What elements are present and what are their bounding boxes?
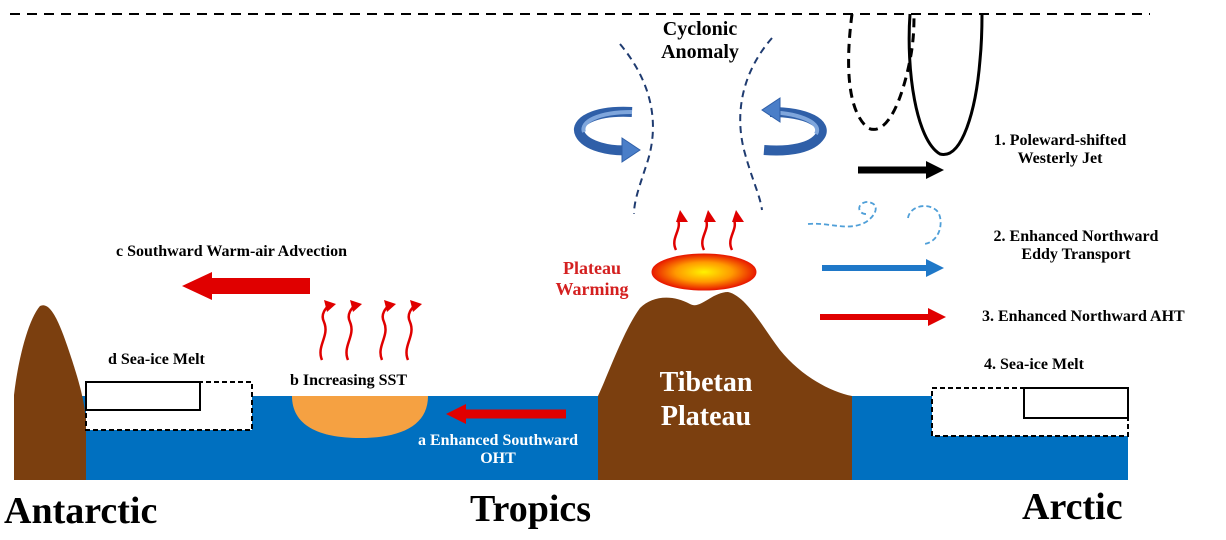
eddy-swirls <box>807 201 942 245</box>
cyclonic-line1: Cyclonic <box>662 18 738 40</box>
antarctic-sea-ice-label: d Sea-ice Melt <box>108 351 205 368</box>
plateau-warming-line1: Plateau <box>563 258 621 278</box>
plateau-heat-arrow-heads <box>676 210 744 222</box>
jet-line1: 1. Poleward-shifted <box>993 132 1127 149</box>
oht-label: a Enhanced Southward OHT <box>398 432 598 469</box>
oht-line1: a Enhanced Southward <box>417 432 579 449</box>
jet-label: 1. Poleward-shifted Westerly Jet <box>970 132 1150 169</box>
antarctic-mountain <box>14 305 86 480</box>
eddy-line2: Eddy Transport <box>1021 246 1131 264</box>
arctic-label: Arctic <box>1022 486 1123 528</box>
tropics-label: Tropics <box>470 488 592 530</box>
advection-arrow-head <box>182 272 212 300</box>
advection-arrow-shaft <box>210 278 310 294</box>
oht-line2: OHT <box>480 450 516 468</box>
jet-curve-dashed <box>847 13 916 131</box>
rotation-arrow-left <box>574 106 641 163</box>
cyclonic-line2: Anomaly <box>661 41 739 63</box>
sst-label: b Increasing SST <box>290 372 408 389</box>
eddy-line1: 2. Enhanced Northward <box>993 228 1159 245</box>
jet-line2: Westerly Jet <box>1017 150 1103 168</box>
arctic-sea-ice-solid <box>1023 387 1129 419</box>
westerly-jet-arrow-head <box>926 161 944 179</box>
aht-arrow-head <box>928 308 946 326</box>
sst-heat-arrow-heads <box>324 300 422 312</box>
cyclonic-dashed-right <box>739 37 773 211</box>
eddy-transport-arrow-head <box>926 259 944 277</box>
antarctic-label: Antarctic <box>4 490 158 532</box>
tibetan-plateau-shape <box>598 292 852 480</box>
tibetan-line2: Plateau <box>660 400 752 432</box>
cyclonic-dashed-left <box>619 43 654 215</box>
aht-label: 3. Enhanced Northward AHT <box>982 308 1185 325</box>
plateau-heat-disk <box>651 253 757 291</box>
plateau-warming-line2: Warming <box>555 278 629 299</box>
sst-warm-patch <box>292 396 428 438</box>
tibetan-line1: Tibetan <box>659 367 753 398</box>
plateau-warming-label: Plateau Warming <box>546 258 638 299</box>
jet-curve-solid <box>907 13 984 156</box>
advection-label: c Southward Warm-air Advection <box>116 243 347 260</box>
plateau-heat-arrows <box>673 219 737 251</box>
rotation-arrow-right <box>761 97 827 156</box>
tibetan-plateau-label: Tibetan Plateau <box>636 366 776 433</box>
eddy-label: 2. Enhanced Northward Eddy Transport <box>968 228 1184 265</box>
cyclonic-anomaly-label: Cyclonic Anomaly <box>640 18 760 64</box>
antarctic-sea-ice-solid <box>85 381 201 411</box>
sst-heat-arrows <box>319 303 417 361</box>
oht-arrow-head <box>446 404 466 424</box>
arctic-sea-ice-label: 4. Sea-ice Melt <box>984 356 1084 373</box>
